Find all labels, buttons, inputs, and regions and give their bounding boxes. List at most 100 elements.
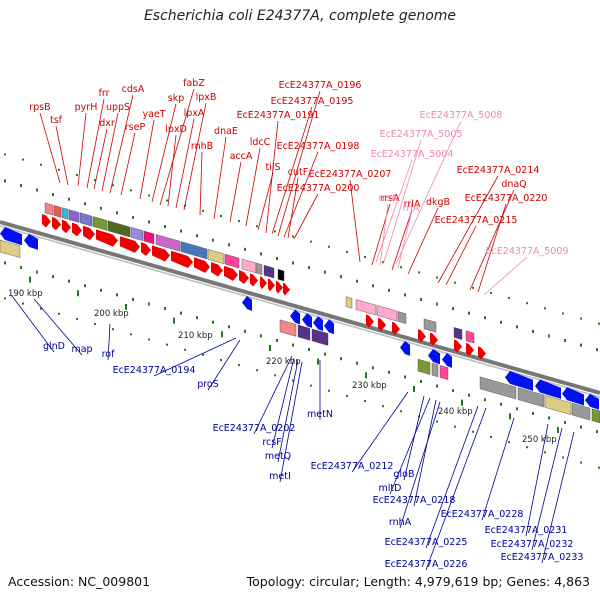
leader-line (379, 203, 389, 266)
reverse-arrow (442, 352, 452, 368)
forward-gene-label: lpxA (184, 108, 205, 119)
leader-line (120, 132, 136, 196)
forward-arrow (430, 332, 438, 346)
gene-block-reverse (591, 408, 600, 424)
reverse-gene-label: EcE24377A_0212 (311, 461, 394, 472)
forward-arrow (62, 219, 71, 234)
gene-block-forward (277, 268, 285, 282)
gene-block-forward (376, 305, 398, 322)
forward-gene-label: accA (230, 151, 253, 162)
forward-gene-label: EcE24377A_0215 (435, 215, 518, 226)
forward-gene-label: dnaE (214, 126, 238, 137)
reverse-gene-label: proS (197, 379, 219, 390)
ruler-label: 240 kbp (438, 407, 473, 417)
reverse-gene-label: EcE24377A_0232 (491, 539, 574, 550)
gene-block-forward (207, 249, 225, 265)
gene-block-forward (143, 230, 155, 245)
forward-gene-label: EcE24377A_0191 (237, 110, 320, 121)
leader-line (391, 209, 413, 271)
forward-arrow (224, 265, 238, 281)
forward-gene-label-light: rrsA (378, 193, 398, 204)
gene-block-forward (397, 311, 407, 324)
feature-layer (0, 202, 600, 424)
gene-block-forward (355, 299, 377, 316)
forward-arrow (454, 339, 462, 353)
forward-gene-label: rseP (125, 122, 146, 133)
leader-line (525, 423, 549, 537)
reverse-arrow (0, 227, 22, 246)
leader-line (271, 357, 295, 449)
ruler-label: 250 kbp (522, 435, 557, 445)
leader-line (265, 120, 279, 234)
forward-gene-label: dnaQ (501, 179, 526, 190)
leader-line (199, 151, 203, 216)
reverse-gene-label: rcsF (262, 437, 281, 448)
forward-arrow (194, 257, 210, 273)
forward-gene-label: pyrH (75, 102, 98, 113)
reverse-gene-label: metQ (265, 451, 291, 462)
reverse-gene-label: EcE24377A_0218 (373, 495, 456, 506)
forward-gene-label-light: rrlA (403, 203, 420, 214)
forward-gene-label: lpxD (165, 124, 187, 135)
forward-arrow (378, 317, 386, 332)
leader-line (101, 112, 119, 192)
ruler-label: 210 kbp (178, 331, 213, 341)
leader-line (139, 119, 155, 200)
leader-line (33, 298, 83, 356)
forward-gene-label: EcE24377A_0220 (465, 193, 548, 204)
gene-block-forward (180, 241, 208, 260)
forward-arrow (268, 278, 275, 292)
forward-gene-label: rpsB (29, 102, 50, 113)
leader-line (159, 88, 195, 206)
leader-line (213, 136, 227, 220)
leader-line (407, 207, 439, 275)
forward-gene-label: cutF (288, 167, 308, 178)
reverse-gene-label: mltD (379, 483, 402, 494)
leader-line (293, 193, 319, 240)
gene-block-reverse (439, 365, 449, 380)
gene-block-forward (263, 264, 275, 279)
forward-arrow (52, 216, 61, 231)
gene-block-forward (345, 296, 353, 309)
forward-gene-label: EcE24377A_0207 (309, 169, 392, 180)
reverse-arrow (562, 387, 584, 406)
leader-line (151, 103, 177, 203)
leader-line (277, 90, 321, 237)
leader-line (257, 172, 274, 231)
reverse-gene-label: glnD (43, 341, 65, 352)
reverse-gene-label: metN (307, 409, 333, 420)
leader-line (175, 118, 195, 209)
gene-block-forward (92, 216, 108, 231)
leader-line (167, 134, 177, 207)
leader-line (109, 94, 134, 194)
forward-gene-label: tilS (265, 162, 280, 173)
forward-arrow (42, 213, 51, 228)
gene-block-reverse (417, 358, 431, 375)
leader-line (375, 159, 413, 263)
reverse-arrow (505, 370, 533, 391)
leader-layer (11, 88, 575, 571)
forward-gene-label: EcE24377A_0198 (277, 141, 360, 152)
forward-gene-label: yaeT (142, 109, 165, 120)
reverse-gene-label: EcE24377A_0225 (385, 537, 468, 548)
gene-block-reverse (544, 395, 572, 415)
gene-block-forward (61, 207, 69, 220)
leader-line (351, 391, 409, 473)
forward-gene-label: EcE24377A_0200 (277, 183, 360, 194)
forward-gene-label: cdsA (122, 84, 145, 95)
forward-arrow (152, 245, 170, 262)
leader-line (277, 359, 299, 463)
forward-arrow (276, 280, 283, 294)
gene-block-reverse (279, 319, 297, 337)
accession-label: Accession: NC_009801 (8, 574, 151, 589)
ruler-label: 190 kbp (8, 289, 43, 299)
leader-line (425, 407, 487, 571)
leader-line (395, 120, 462, 265)
forward-gene-label-light: EcE24377A_5009 (486, 246, 569, 257)
leader-line (287, 177, 299, 239)
forward-arrow (72, 222, 82, 237)
leader-line (349, 179, 361, 263)
forward-arrow (260, 276, 267, 290)
